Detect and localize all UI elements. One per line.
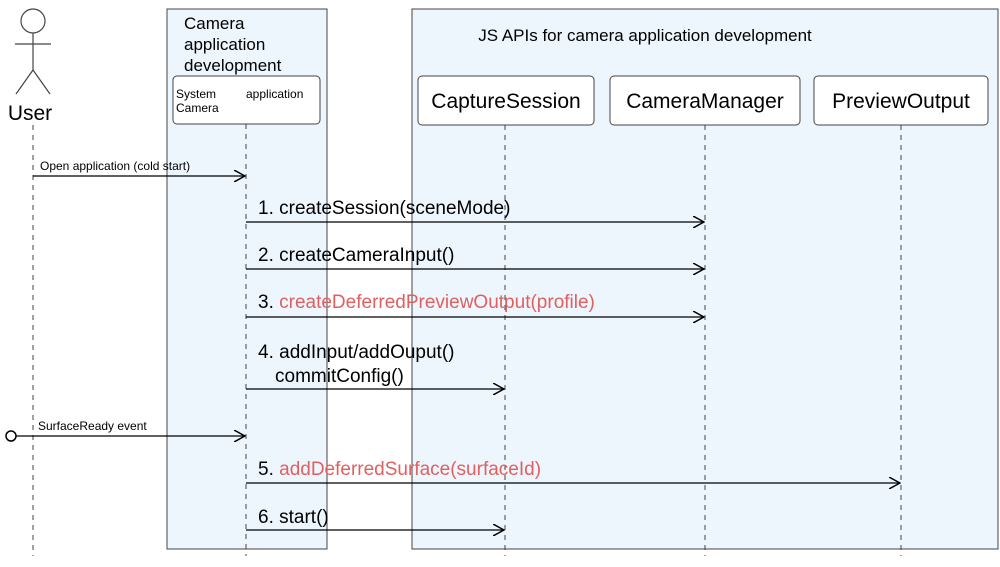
camera-manager-label: CameraManager <box>626 90 784 113</box>
message-add-input-commit: 4. addInput/addOuput() commitConfig() <box>246 342 504 389</box>
participant-capture-session: CaptureSession <box>417 75 595 126</box>
user-actor-icon <box>15 8 51 95</box>
message-start-label: 6. start() <box>258 507 329 528</box>
message-add-deferred-surface-label: 5. addDeferredSurface(surfaceId) <box>258 459 541 480</box>
message-create-camera-input-label: 2. createCameraInput() <box>258 245 454 266</box>
message-create-session: 1. createSession(sceneMode) <box>246 198 704 222</box>
participant-camera-manager: CameraManager <box>609 75 801 126</box>
found-message-icon <box>5 430 17 442</box>
message-add-input-label: 4. addInput/addOuput() <box>258 342 454 363</box>
message-create-deferred-preview-output-prefix: 3. <box>258 292 279 313</box>
message-create-deferred-preview-output-label: 3. createDeferredPreviewOutput(profile) <box>258 292 595 313</box>
system-camera-line1-left: System <box>176 87 216 101</box>
lifelines <box>32 124 902 556</box>
system-camera-line2: Camera <box>176 101 219 115</box>
capture-session-label: CaptureSession <box>431 90 580 113</box>
message-surface-ready-label: SurfaceReady event <box>38 419 147 433</box>
message-surface-ready: SurfaceReady event <box>5 419 245 442</box>
api-group-title: JS APIs for camera application developme… <box>478 26 812 45</box>
message-add-deferred-surface-prefix: 5. <box>258 459 279 480</box>
message-open-application: Open application (cold start) <box>33 159 245 176</box>
message-create-camera-input: 2. createCameraInput() <box>246 245 704 269</box>
preview-output-label: PreviewOutput <box>832 90 970 113</box>
user-actor-label: User <box>8 102 52 125</box>
message-create-deferred-preview-output: 3. createDeferredPreviewOutput(profile) <box>246 292 704 317</box>
message-add-deferred-surface: 5. addDeferredSurface(surfaceId) <box>246 459 900 483</box>
message-open-application-label: Open application (cold start) <box>40 159 190 173</box>
message-create-deferred-preview-output-text: createDeferredPreviewOutput(profile) <box>279 292 595 313</box>
participant-preview-output: PreviewOutput <box>813 75 989 126</box>
app-group-title: Camera application development <box>184 14 282 75</box>
message-create-session-label: 1. createSession(sceneMode) <box>258 198 510 219</box>
message-start: 6. start() <box>246 507 504 530</box>
message-add-deferred-surface-text: addDeferredSurface(surfaceId) <box>279 459 541 480</box>
message-commit-config-label: commitConfig() <box>275 366 404 387</box>
system-camera-line1-right: application <box>246 87 303 101</box>
participant-system-camera: System application Camera <box>172 75 321 125</box>
